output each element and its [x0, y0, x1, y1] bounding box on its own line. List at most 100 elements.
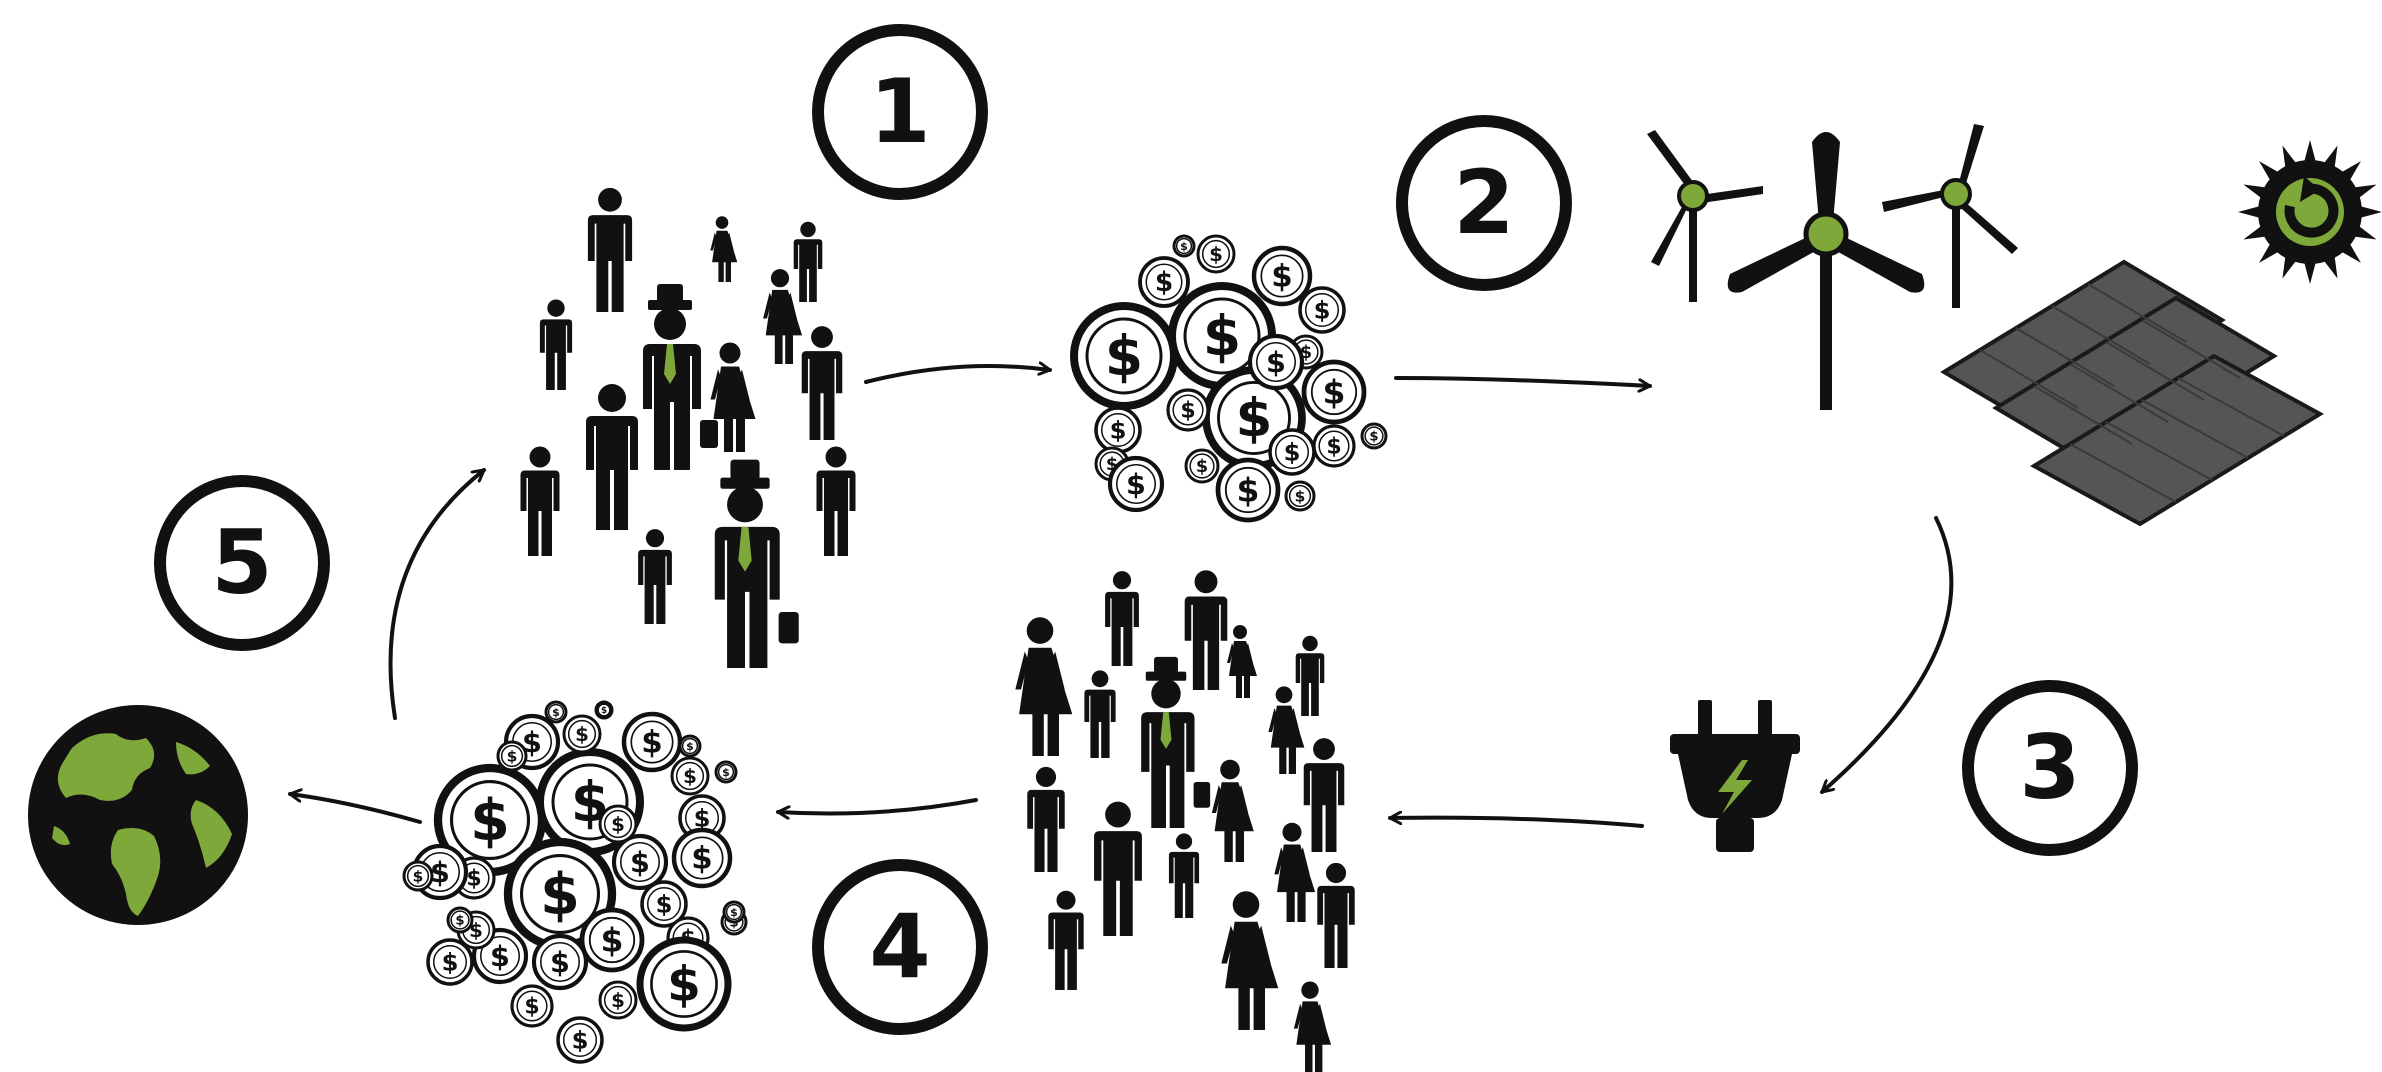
dollar-sign: $ [691, 841, 712, 877]
coin-icon: $ [503, 837, 617, 951]
coin-icon: $ [640, 880, 688, 928]
dollar-sign: $ [470, 788, 510, 854]
dollar-sign: $ [656, 890, 673, 918]
solar-panels-icon [1940, 259, 2324, 527]
dollar-sign: $ [686, 740, 694, 753]
step-3-number: 3 [2019, 716, 2080, 819]
step-2-marker: 2 [1396, 115, 1572, 291]
step-4-number: 4 [869, 895, 930, 998]
arrow-plug-to-consumers [1388, 818, 1644, 828]
coin-icon: $ [1247, 333, 1305, 391]
coin-icon: $ [1360, 422, 1388, 450]
dollar-sign: $ [1180, 240, 1188, 253]
sun-ray [2282, 145, 2297, 169]
dollar-sign: $ [694, 804, 711, 832]
coin-icon: $ [1107, 455, 1165, 513]
dollar-sign: $ [1369, 430, 1378, 445]
coin-icon: $ [598, 980, 638, 1020]
dollar-sign: $ [1323, 372, 1346, 411]
dollar-sign: $ [466, 867, 481, 892]
dollar-sign: $ [1284, 438, 1301, 466]
investor-crowd-icon [520, 187, 856, 668]
dollar-sign: $ [1180, 399, 1195, 424]
power-plug-icon [1670, 700, 1800, 852]
dollar-sign: $ [1266, 345, 1286, 379]
dollar-sign: $ [1110, 416, 1127, 444]
dollar-sign: $ [572, 1026, 589, 1054]
flow-arrows [288, 366, 1954, 828]
coin-icon: $ [446, 906, 474, 934]
arrow-money-to-turbines [1394, 376, 1652, 386]
dollar-sign: $ [1105, 324, 1143, 388]
dollar-sign: $ [601, 706, 607, 716]
dollar-sign: $ [1203, 304, 1241, 368]
dollar-sign: $ [1295, 487, 1306, 505]
coin-icon: $ [579, 907, 645, 973]
coin-icon: $ [1301, 359, 1367, 425]
dollar-sign: $ [730, 906, 738, 919]
coin-icon: $ [402, 860, 434, 892]
coin-icon: $ [598, 804, 638, 844]
dollar-sign: $ [413, 867, 424, 885]
dollar-sign: $ [1326, 435, 1341, 460]
coin-icon: $ [1215, 457, 1281, 523]
step-1-marker: 1 [812, 24, 988, 200]
coin-icon: $ [1268, 428, 1316, 476]
sun-ray [2243, 184, 2267, 199]
coin-icon: $ [1196, 234, 1236, 274]
dollar-sign: $ [540, 862, 580, 928]
step-2-number: 2 [1453, 151, 1514, 254]
coin-icon: $ [1138, 256, 1190, 308]
dollar-sign: $ [1236, 388, 1273, 449]
coin-icon: $ [636, 936, 732, 1032]
coin-icon: $ [1251, 245, 1313, 307]
dollar-sign: $ [641, 725, 662, 761]
arrow-earth-to-crowd [388, 468, 486, 720]
arrow-money-to-earth [288, 794, 422, 824]
dollar-sign: $ [630, 845, 650, 879]
dollar-sign: $ [1237, 470, 1260, 509]
dollar-sign: $ [507, 747, 518, 765]
dollar-sign: $ [550, 945, 570, 979]
coin-icon: $ [562, 714, 602, 754]
coin-icon: $ [1298, 286, 1346, 334]
coin-icon: $ [594, 700, 614, 720]
dollar-sign: $ [522, 725, 542, 759]
dollar-sign: $ [611, 989, 625, 1012]
sun-ray [2304, 140, 2316, 163]
coin-icon: $ [621, 711, 683, 773]
coin-icon: $ [1094, 406, 1142, 454]
dollar-sign: $ [442, 948, 459, 976]
dollar-sign: $ [575, 723, 589, 746]
coin-icon: $ [1184, 448, 1220, 484]
sun-ray [2323, 255, 2338, 279]
coin-icon: $ [611, 833, 669, 891]
money-pile-icon: $$$$$$$$$$$$$$$$$$$$$ [1070, 234, 1388, 523]
sun-ray [2243, 225, 2267, 240]
dollar-sign: $ [1155, 267, 1173, 298]
dollar-sign: $ [667, 957, 701, 1013]
sun-ray [2282, 255, 2297, 279]
dollar-sign: $ [683, 765, 697, 788]
arrow-crowd-to-money [864, 366, 1052, 384]
coin-icon: $ [531, 933, 589, 991]
consumer-crowd-icon [1015, 570, 1355, 1072]
dollar-sign: $ [455, 914, 464, 929]
coin-icon: $ [496, 740, 528, 772]
coin-icon: $ [1166, 388, 1210, 432]
dollar-sign: $ [1314, 296, 1331, 324]
step-3-marker: 3 [1962, 680, 2138, 856]
earth-globe-icon [28, 705, 248, 925]
step-1-number: 1 [869, 60, 930, 163]
dollar-sign: $ [1209, 243, 1223, 266]
coin-icon: $ [714, 760, 738, 784]
dollar-sign: $ [1271, 259, 1292, 295]
step-5-number: 5 [211, 511, 272, 614]
coin-icon: $ [678, 734, 702, 758]
dollar-sign: $ [611, 813, 625, 836]
step-5-marker: 5 [154, 475, 330, 651]
coin-icon: $ [1312, 424, 1356, 468]
dollar-sign: $ [601, 920, 624, 959]
dollar-sign: $ [1126, 467, 1146, 501]
coin-icon: $ [1070, 302, 1178, 410]
